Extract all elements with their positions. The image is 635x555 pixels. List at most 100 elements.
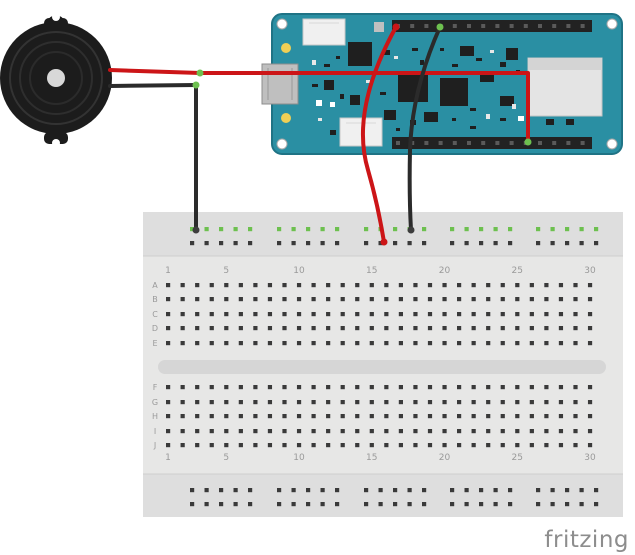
smd-part <box>366 80 370 83</box>
rail-hole <box>536 241 541 246</box>
column-label: 1 <box>165 266 171 276</box>
rail-hole <box>479 227 484 232</box>
smd-part <box>452 118 456 121</box>
breadboard-hole <box>326 297 331 302</box>
column-label: 10 <box>293 453 305 463</box>
breadboard-hole <box>587 385 593 390</box>
breadboard-hole <box>282 429 287 434</box>
rail-hole <box>233 241 238 246</box>
breadboard-hole <box>166 385 171 390</box>
breadboard-hole <box>340 400 345 405</box>
breadboard-hole <box>398 312 403 317</box>
breadboard-hole <box>340 414 345 419</box>
breadboard-hole <box>195 429 200 434</box>
breadboard-hole <box>267 341 273 346</box>
rail-hole <box>306 488 311 493</box>
breadboard-hole <box>427 429 433 434</box>
breadboard-hole <box>311 385 316 390</box>
breadboard-hole <box>209 443 214 448</box>
rail-hole <box>233 502 238 507</box>
smd-part <box>312 84 318 87</box>
breadboard-hole <box>427 283 433 288</box>
breadboard-holes <box>166 227 599 507</box>
breadboard-hole <box>267 443 273 448</box>
rail-hole <box>277 502 282 507</box>
rail-hole <box>320 241 325 246</box>
breadboard-hole <box>311 429 316 434</box>
rail-hole <box>594 502 599 507</box>
rail-hole <box>579 488 584 493</box>
header-pin <box>509 141 514 145</box>
breadboard-hole <box>238 414 243 419</box>
rail-hole <box>536 227 541 232</box>
breadboard-hole <box>267 297 273 302</box>
header-pin <box>452 141 457 145</box>
breadboard-hole <box>340 429 345 434</box>
breadboard-hole <box>166 283 171 288</box>
breadboard-hole <box>166 429 171 434</box>
breadboard-hole <box>282 297 287 302</box>
buzzer-center <box>47 69 65 87</box>
breadboard-hole <box>529 312 534 317</box>
rail-hole <box>565 227 570 232</box>
breadboard-hole <box>355 429 360 434</box>
breadboard-hole <box>355 385 360 390</box>
breadboard-hole <box>471 429 476 434</box>
rail-hole <box>565 502 570 507</box>
breadboard-hole <box>340 341 345 346</box>
breadboard-hole <box>486 385 491 390</box>
led-indicator <box>281 113 291 123</box>
rail-hole <box>219 488 224 493</box>
breadboard-hole <box>166 341 171 346</box>
breadboard-hole <box>573 400 578 405</box>
breadboard-hole <box>515 341 520 346</box>
column-label: 30 <box>584 266 596 276</box>
column-label: 30 <box>584 453 596 463</box>
row-label: B <box>152 295 158 304</box>
breadboard-hole <box>471 385 476 390</box>
smd-part <box>486 114 490 119</box>
breadboard-hole <box>224 400 229 405</box>
breadboard-hole <box>558 326 564 331</box>
buzzer-red-lead <box>108 68 202 75</box>
breadboard-hole <box>340 312 345 317</box>
rail-hole <box>579 227 584 232</box>
rail-hole <box>550 502 555 507</box>
breadboard-hole <box>209 429 214 434</box>
breadboard-hole <box>355 341 360 346</box>
breadboard-hole <box>180 429 185 434</box>
header-pin <box>509 24 514 28</box>
breadboard-hole <box>253 414 258 419</box>
breadboard-hole <box>238 312 243 317</box>
breadboard-hole <box>413 283 418 288</box>
smd-part <box>318 118 322 121</box>
breadboard-hole <box>180 326 185 331</box>
row-label: G <box>152 398 158 407</box>
smd-part <box>490 50 494 53</box>
breadboard-hole <box>442 341 447 346</box>
smd-part <box>380 92 386 95</box>
breadboard-hole <box>413 429 418 434</box>
header-pin <box>495 24 500 28</box>
breadboard-hole <box>180 283 185 288</box>
breadboard-hole <box>384 429 389 434</box>
smd-part <box>412 48 418 51</box>
breadboard-hole <box>166 326 171 331</box>
rail-hole <box>320 227 325 232</box>
breadboard-hole <box>544 429 549 434</box>
column-label: 1 <box>165 453 171 463</box>
breadboard-hole <box>296 297 302 302</box>
breadboard-hole <box>224 443 229 448</box>
breadboard-hole <box>384 400 389 405</box>
breadboard-hole <box>340 385 345 390</box>
breadboard-hole <box>209 297 214 302</box>
breadboard-hole <box>398 341 403 346</box>
smd-part <box>440 48 444 51</box>
breadboard-hole <box>558 400 564 405</box>
header-pin <box>552 141 557 145</box>
breadboard-hole <box>369 414 374 419</box>
breadboard-hole <box>486 429 491 434</box>
header-pin <box>481 141 486 145</box>
header-pin <box>481 24 486 28</box>
